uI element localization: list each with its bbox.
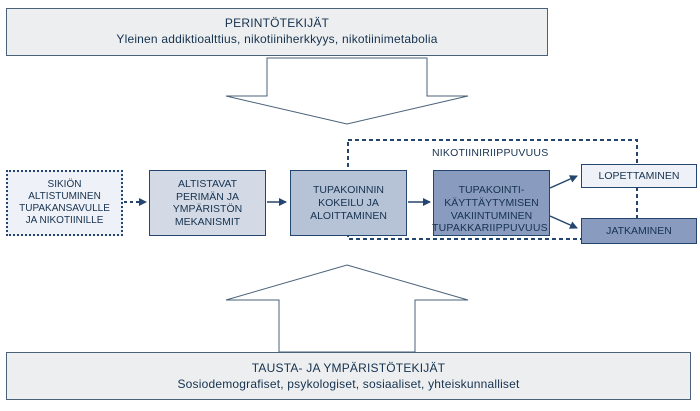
fetal-exposure-line-4: JA NIKOTIINILLE [25,215,104,226]
genetic-factors-subtitle: Yleinen addiktioalttius, nikotiiniherkky… [116,32,438,46]
genetic-influence-arrow [225,57,469,125]
arrow-establishment-to-continuing [549,215,578,229]
mechanisms-line-1: ALTISTAVAT [177,178,238,190]
background-factors-subtitle: Sosiodemografiset, psykologiset, sosiaal… [177,377,520,391]
fetal-exposure-line-3: TUPAKANSAVULLE [19,203,110,214]
node-smoking-initiation: TUPAKOINNIN KOKEILU JA ALOITTAMINEN [290,170,407,236]
background-factors-title: TAUSTA- JA YMPÄRISTÖTEKIJÄT [251,361,446,375]
node-predisposing-mechanisms: ALTISTAVAT PERIMÄN JA YMPÄRISTÖN MEKANIS… [149,170,266,236]
mechanisms-line-4: MEKANISMIT [174,215,241,228]
node-continuing: JATKAMINEN [581,218,697,244]
nicotine-dependence-label: NIKOTIINIRIIPPUVUUS [432,147,549,159]
continuing-label: JATKAMINEN [606,224,672,237]
quitting-label: LOPETTAMINEN [598,169,680,182]
initiation-line-1: TUPAKOINNIN [313,183,384,196]
establishment-line-2: KÄYTTÄYTYMISEN [444,196,539,209]
tobacco-dependence-label: TUPAKKARIIPPUVUUS [432,222,548,234]
dependence-frame [347,139,638,240]
fetal-exposure-line-2: ALTISTUMINEN [28,191,101,202]
environmental-influence-arrow [225,264,469,353]
arrow-establishment-to-quitting [549,175,578,189]
background-factors-box: TAUSTA- JA YMPÄRISTÖTEKIJÄT Sosiodemogra… [6,352,691,400]
fetal-exposure-line-1: SIKIÖN [47,179,82,190]
establishment-line-1: TUPAKOINTI- [458,183,525,196]
node-quitting: LOPETTAMINEN [581,164,697,188]
node-fetal-exposure: SIKIÖN ALTISTUMINEN TUPAKANSAVULLE JA NI… [6,170,123,236]
mechanisms-line-2: PERIMÄN JA [175,190,239,203]
genetic-factors-box: PERINTÖTEKIJÄT Yleinen addiktioalttius, … [6,8,548,56]
initiation-line-3: ALOITTAMINEN [310,209,387,222]
establishment-line-3: VAKIINTUMINEN [450,209,533,222]
initiation-line-2: KOKEILU JA [318,196,379,209]
node-behaviour-establishment: TUPAKOINTI- KÄYTTÄYTYMISEN VAKIINTUMINEN [433,170,550,236]
mechanisms-line-3: YMPÄRISTÖN [172,203,243,215]
genetic-factors-title: PERINTÖTEKIJÄT [224,16,330,30]
